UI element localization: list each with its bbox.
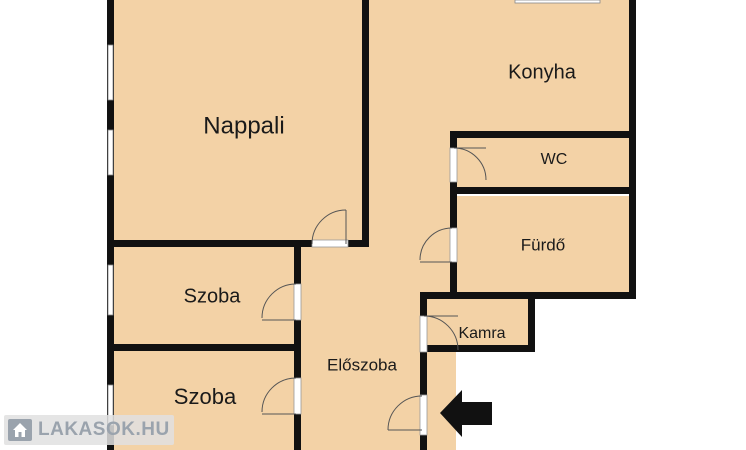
room-label-szoba-2: Szoba [174, 384, 237, 409]
window [107, 44, 114, 101]
walls [107, 0, 636, 450]
furdo-floor [456, 196, 630, 293]
konyha-floor [366, 0, 630, 135]
window [107, 129, 114, 176]
windows [107, 0, 601, 426]
room-label-nappali: Nappali [203, 112, 284, 139]
szoba-1-floor [112, 246, 298, 346]
watermark-logo: LAKASOK.HU [4, 415, 174, 445]
room-label-wc: WC [541, 151, 568, 168]
arrow-left-icon [440, 390, 492, 437]
window [107, 264, 114, 316]
house-icon-shape [13, 423, 27, 437]
room-label-eloszoba: Előszoba [327, 355, 397, 374]
doors [261, 147, 487, 436]
room-label-furdo: Fürdő [521, 235, 565, 254]
kamra-floor [424, 296, 530, 348]
watermark-text: LAKASOK.HU [38, 419, 170, 440]
room-labels: Nappali Konyha WC Fürdő Szoba Szoba Kamr… [174, 61, 577, 409]
room-label-konyha: Konyha [508, 61, 577, 83]
room-label-kamra: Kamra [458, 325, 505, 342]
house-icon [8, 419, 32, 441]
window [514, 0, 601, 4]
room-label-szoba-1: Szoba [184, 285, 242, 307]
wc-floor [456, 137, 630, 189]
